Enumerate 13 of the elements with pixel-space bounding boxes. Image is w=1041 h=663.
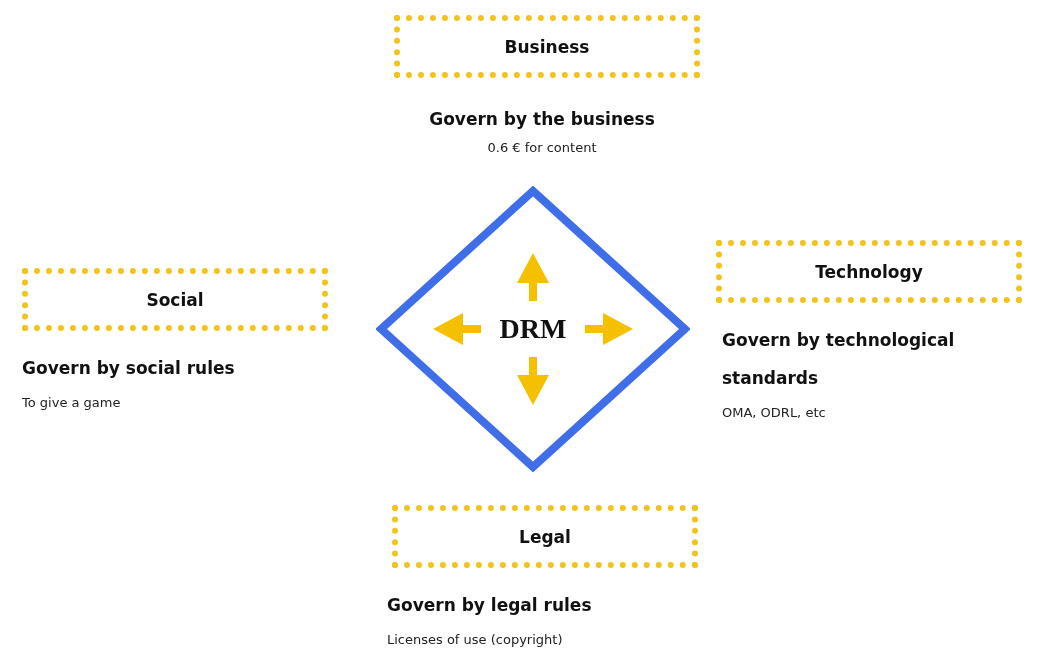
heading-text: Govern by legal rules — [387, 594, 593, 617]
example-text: Licenses of use (copyright) — [387, 632, 564, 647]
dotted-box: Social — [22, 268, 328, 331]
heading-text: Govern by social rules — [22, 357, 236, 380]
dotted-box: Business — [394, 15, 700, 78]
example-text: 0.6 € for content — [486, 140, 598, 155]
example-text: OMA, ODRL, etc — [722, 405, 827, 420]
heading-text: Govern by the business — [428, 108, 656, 131]
dotted-box: Technology — [716, 240, 1022, 303]
heading-text: Govern by technological standards — [722, 329, 956, 390]
dotted-box: Legal — [392, 505, 698, 568]
diamond-label: DRM — [499, 313, 567, 345]
example-text: To give a game — [22, 395, 122, 410]
